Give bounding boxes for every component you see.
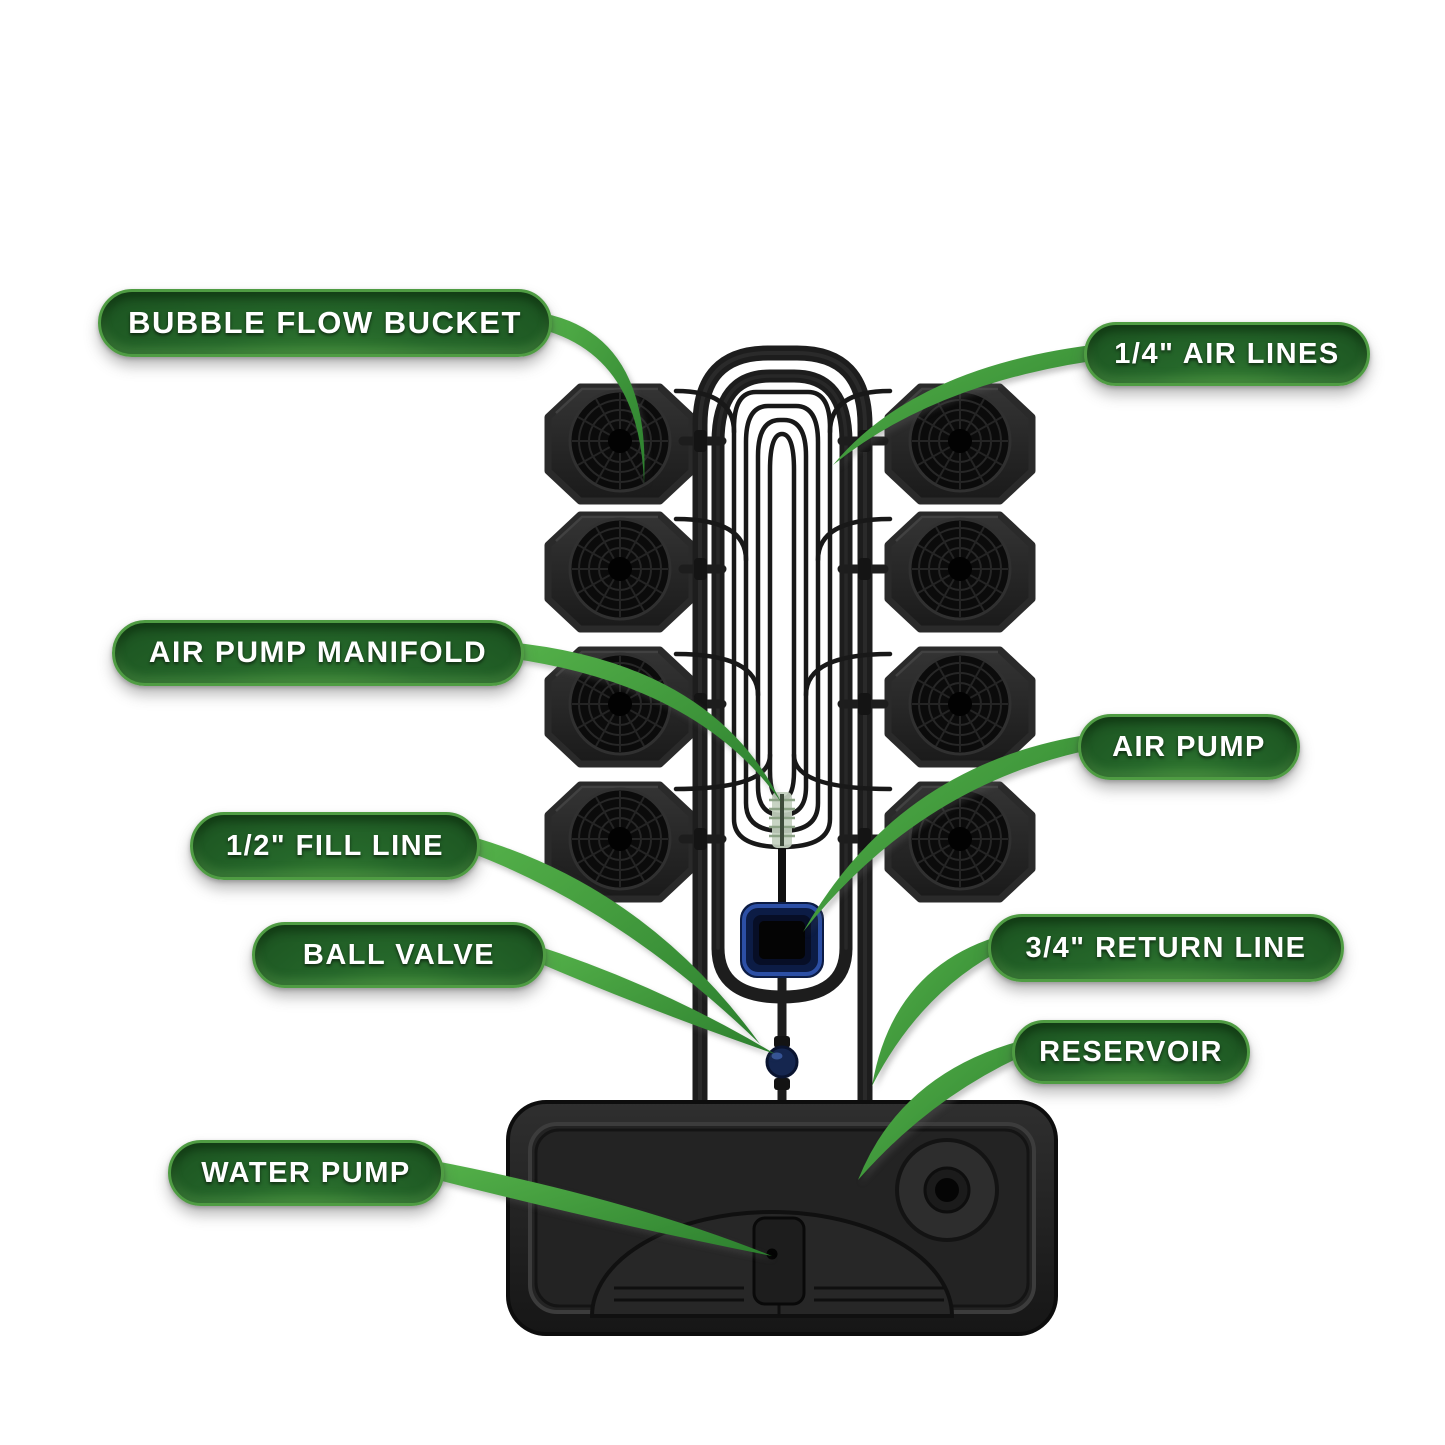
bucket (548, 387, 692, 501)
water-pump-part (752, 1216, 806, 1306)
dome-detail-lines (614, 1286, 944, 1316)
label-air-pump: AIR PUMP (1078, 714, 1300, 780)
leader-reservoir (858, 1041, 1020, 1180)
leader-air-lines (833, 345, 1092, 465)
label-return-line: 3/4" RETURN LINE (988, 914, 1344, 982)
leader-air-pump (803, 736, 1080, 932)
bucket (548, 515, 692, 629)
water-tubes (678, 345, 889, 1133)
label-reservoir: RESERVOIR (1012, 1020, 1250, 1084)
reservoir-port (895, 1138, 999, 1242)
bucket (888, 785, 1032, 899)
air-pump-unit (740, 902, 824, 978)
bucket (888, 650, 1032, 764)
label-ball-valve: BALL VALVE (252, 922, 546, 988)
leader-fill-line (466, 835, 760, 1044)
leader-lines (430, 312, 1092, 1256)
reservoir-tank (506, 1100, 1058, 1336)
label-fill-line: 1/2" FILL LINE (190, 812, 480, 880)
label-bubble-flow-bucket: BUBBLE FLOW BUCKET (98, 289, 552, 357)
label-water-pump: WATER PUMP (168, 1140, 444, 1206)
leader-return-line (872, 937, 996, 1086)
leader-air-pump-manifold (508, 642, 781, 802)
label-air-pump-manifold: AIR PUMP MANIFOLD (112, 620, 524, 686)
leader-ball-valve (532, 944, 775, 1054)
tube-fittings (694, 430, 871, 850)
bucket (888, 515, 1032, 629)
ball-valve-part (765, 1036, 799, 1090)
air-pump-manifold-fitting (769, 792, 795, 848)
label-air-lines: 1/4" AIR LINES (1084, 322, 1370, 386)
leader-water-pump (430, 1160, 772, 1256)
